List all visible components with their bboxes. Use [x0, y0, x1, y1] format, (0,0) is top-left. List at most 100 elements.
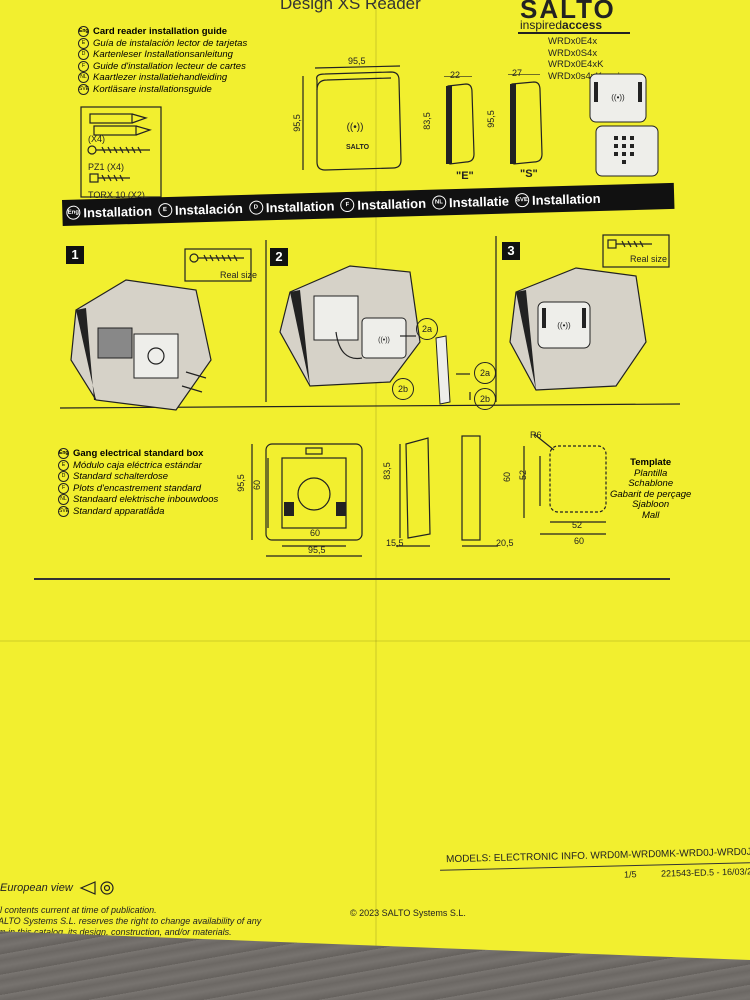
model-item: WRDx0E4xK — [548, 59, 604, 70]
step-1-illustration — [70, 279, 212, 411]
language-badge: F — [58, 482, 69, 494]
model-list: WRDx0E4x WRDx0S4x WRDx0E4xK WRDx0s4xK se… — [548, 36, 630, 82]
screw-icon — [87, 145, 150, 155]
model-item: WRDx0S4x — [548, 47, 598, 59]
real-size-screw-1 — [184, 248, 252, 282]
language-badge: D — [58, 471, 69, 483]
language-badge: F — [340, 197, 355, 213]
reader-front-drawing: ((•)) — [302, 65, 402, 171]
template-height-dim: 60 — [502, 471, 513, 483]
step-3-badge: 3 — [502, 242, 520, 260]
callout-2b-left: 2b — [392, 378, 414, 400]
reader-brand-mark: SALTO — [346, 144, 370, 151]
language-badge: D — [248, 200, 264, 215]
step-2-illustration: ((•)) — [279, 265, 471, 405]
template-inner-width-dim: 52 — [572, 520, 583, 530]
language-badge: NL — [431, 195, 447, 210]
european-view-label: European view — [0, 882, 73, 894]
callout-2a-top: 2a — [416, 318, 438, 340]
plug-quantity: (X4) — [88, 134, 106, 144]
box-width-dim: 95,5 — [308, 545, 326, 555]
brand-logo: SALTO — [520, 0, 616, 24]
product-renders: ((•)) — [589, 73, 659, 177]
language-badge: SVE — [78, 83, 89, 95]
s-label: "S" — [520, 168, 538, 180]
reader-side-s-drawing — [508, 74, 543, 165]
template-radius-dim: R6 — [530, 430, 542, 440]
real-size-label-1: Real size — [220, 270, 258, 280]
side-depth-dim: 15,5 — [386, 538, 404, 548]
parts-box — [80, 106, 162, 198]
fold-line-horizontal — [0, 640, 750, 642]
real-size-screw-3 — [602, 234, 670, 268]
language-badge: NL — [78, 72, 89, 84]
template-label: Plantilla — [634, 467, 668, 479]
template-label: Schablone — [628, 478, 674, 489]
tagline-bold: access — [562, 18, 603, 32]
torx-quantity: TORX 10 (X2) — [88, 190, 145, 200]
section-divider — [34, 578, 670, 580]
screw-quantity: PZ1 (X4) — [88, 162, 125, 172]
electrical-box-drawing — [251, 443, 363, 557]
template-label-list: Template Plantilla Schablone Gabarit de … — [610, 457, 691, 521]
svg-text:((•)): ((•)) — [611, 93, 625, 102]
template-drawing — [523, 433, 607, 535]
box-inner-height-dim: 60 — [252, 479, 263, 491]
box-inner-width-dim: 60 — [310, 528, 321, 538]
side-height-dim: 83,5 — [381, 462, 392, 480]
callout-2b-side: 2b — [474, 388, 496, 410]
language-badge: E — [78, 37, 89, 49]
svg-text:((•)): ((•)) — [557, 321, 571, 330]
step-2-badge: 2 — [270, 248, 288, 266]
fold-line-vertical — [375, 0, 377, 960]
footer-models: MODELS: ELECTRONIC INFO. WRD0M-WRD0MK-WR… — [445, 845, 750, 866]
side2-depth-dim: 20,5 — [496, 538, 514, 548]
language-badge: Eng — [66, 205, 81, 220]
product-title: Design XS Reader — [280, 0, 421, 13]
legal-notice: ll contents current at time of publicati… — [0, 905, 262, 937]
template-width-dim: 60 — [574, 536, 585, 546]
box-height-dim: 95,5 — [235, 474, 246, 492]
front-width-dim: 95,5 — [348, 56, 366, 66]
e-label: "E" — [456, 170, 474, 182]
tagline-plain: inspired — [520, 18, 563, 32]
template-label: Template — [630, 457, 672, 468]
language-badge: D — [78, 49, 89, 61]
e-height-dim: 83,5 — [421, 112, 432, 130]
document-code: 221543-ED.5 - 16/03/2 — [660, 866, 750, 879]
callout-2a-side: 2a — [474, 362, 496, 384]
model-item: WRDx0s4xK series — [548, 70, 630, 82]
european-view: European view — [0, 880, 115, 896]
reader-side-e-drawing — [444, 76, 475, 165]
step-3-illustration: ((•)) — [509, 267, 647, 391]
step-1-badge: 1 — [66, 246, 84, 264]
language-badge: SVE — [514, 192, 530, 208]
torx-screw-icon — [89, 173, 130, 183]
s-depth-dim: 27 — [512, 68, 523, 78]
template-label: Mall — [641, 509, 660, 521]
tagline-underline — [518, 32, 630, 34]
language-badge: Eng — [78, 26, 89, 38]
page-number: 1/5 — [623, 869, 637, 880]
wall-plug-icon — [89, 113, 152, 136]
language-badge: SVE — [58, 505, 69, 517]
svg-text:((•)): ((•)) — [378, 337, 390, 344]
language-badge: E — [157, 202, 173, 218]
projection-symbol-icon — [79, 881, 114, 895]
footer-page-info: 1/5 221543-ED.5 - 16/03/2 — [624, 866, 750, 879]
s-height-dim: 95,5 — [485, 110, 496, 128]
model-item: WRDx0E4x — [548, 36, 598, 47]
